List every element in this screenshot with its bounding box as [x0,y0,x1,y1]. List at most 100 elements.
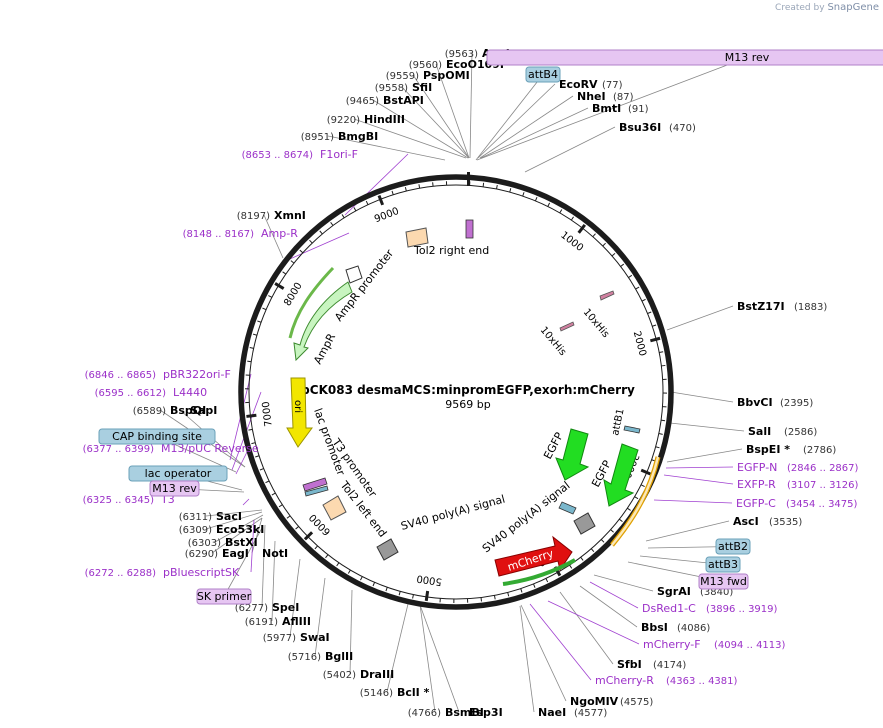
restriction-site[interactable]: HindIII(9220) [327,113,405,126]
restriction-site[interactable]: AscI(3535) [733,515,802,528]
feature-box[interactable]: attB3 [705,556,741,573]
ruler-tick [330,221,334,226]
primer-label[interactable]: EXFP-R(3107 .. 3126) [737,478,859,491]
ruler-tick [577,223,586,234]
ruler-tick [319,230,323,235]
ruler-tick [496,184,498,190]
restriction-site[interactable]: SwaI(5977) [263,631,330,644]
box-leader [475,74,544,161]
ruler-tick [611,252,616,257]
site-position: (8197) [237,211,270,222]
primer-label[interactable]: (6595 .. 6612)L4440 [95,386,208,399]
ruler-tick [658,433,663,435]
site-leader [289,558,301,638]
ruler-tick [259,468,264,471]
restriction-site[interactable]: EcoRV(77) [559,78,623,91]
restriction-site[interactable]: SfiI(9558) [375,81,432,94]
restriction-site[interactable]: BbvCI(2395) [737,396,813,409]
tol2-right-shape [405,227,429,248]
primer-label[interactable]: mCherry-R(4363 .. 4381) [595,674,738,687]
site-leader [480,107,589,159]
restriction-site[interactable]: NgoMIV(4575) [570,695,653,708]
label-egfp-1: EGFP [541,430,566,462]
primer-label[interactable]: EGFP-N(2846 .. 2867) [737,461,859,474]
site-name: DraIII [360,668,394,681]
primer-label[interactable]: mCherry-F(4094 .. 4113) [643,638,786,651]
site-name: BmtI [592,102,621,115]
restriction-site[interactable]: XmnI(8197) [237,209,306,222]
primer-label[interactable]: (8653 .. 8674)F1ori-F [242,148,358,161]
site-name: AflIII [282,615,311,628]
ruler-tick [391,190,394,195]
feature-box[interactable]: M13 fwd [698,573,749,590]
his-tag-shape-1 [599,290,615,301]
site-leader [214,514,264,543]
restriction-site[interactable]: Bsu36I(470) [619,121,696,134]
restriction-site[interactable]: BclI *(5146) [360,686,430,699]
restriction-site[interactable]: NotI [262,547,288,560]
label-attb1: attB1 [610,408,626,437]
feature-box[interactable]: CAP binding site [98,428,216,445]
restriction-site[interactable]: BmtI(91) [592,102,649,115]
restriction-site[interactable]: BsmBI(4766) [408,706,484,719]
feature-box-bg [715,538,751,555]
site-leader [314,577,326,657]
site-position: (6303) [188,538,221,549]
primer-label[interactable]: (8148 .. 8167)Amp-R [183,227,299,240]
site-leader [353,118,467,159]
site-leader [386,603,409,693]
site-position: (1883) [794,302,827,313]
primer-leader [665,466,734,469]
plasmid-length: 9569 bp [445,398,490,411]
restriction-site[interactable]: NheI(87) [577,90,634,103]
restriction-site[interactable]: BstXI(6303) [188,536,258,549]
restriction-site[interactable]: SpeI(6277) [235,601,300,614]
primer-range: (3896 .. 3919) [706,604,778,615]
restriction-site[interactable]: BglII(5716) [288,650,353,663]
restriction-site[interactable]: SalI(2586) [748,425,817,438]
site-leader [251,517,263,554]
ruler-tick [641,298,646,302]
restriction-site[interactable]: BspEI *(2786) [746,443,836,456]
ruler-tick [634,496,639,500]
restriction-site[interactable]: NaeI(4577) [538,706,607,719]
primer-label[interactable]: (6272 .. 6288)pBluescriptSK [85,566,240,579]
restriction-site[interactable]: Eco53kI(6309) [179,523,265,536]
site-leader [477,83,556,159]
feature-box-label: CAP binding site [112,430,202,443]
ruler-tick [286,515,291,519]
restriction-site[interactable]: BstZ17I(1883) [737,300,827,313]
site-position: (9563) [445,49,478,60]
feature-box[interactable]: SK primer [196,588,252,605]
sv40-left-shape [376,538,399,561]
restriction-site[interactable]: EagI(6290) [185,547,249,560]
restriction-site[interactable]: DraIII (5402) [323,668,395,681]
restriction-site[interactable]: BmgBI(8951) [301,130,378,143]
feature-box[interactable]: attB2 [715,538,751,555]
primer-name: EGFP-C [736,497,776,510]
restriction-site[interactable]: SacI(6311) [179,510,242,523]
feature-box[interactable]: lac operator [128,465,228,482]
restriction-site[interactable]: SapI [190,404,217,417]
restriction-site[interactable]: BstAPI(9465) [346,94,424,107]
primer-label[interactable]: (6377 .. 6399)M13/pUC Reverse [83,442,259,455]
site-name: BbvCI [737,396,773,409]
restriction-site[interactable]: BspQI(6589) [133,404,207,417]
ruler-tick [252,333,258,336]
primer-label[interactable]: (6846 .. 6865)pBR322ori-F [85,368,231,381]
site-position: (5402) [323,670,356,681]
feature-box[interactable]: M13 rev [486,49,883,66]
restriction-site[interactable]: SfbI(4174) [617,658,686,671]
restriction-site[interactable]: PspOMI(9559) [386,69,470,82]
feature-box-label: M13 fwd [700,575,747,588]
restriction-site[interactable]: Esp3I [469,706,503,719]
restriction-site[interactable]: AflIII(6191) [245,615,311,628]
restriction-site[interactable]: BbsI(4086) [641,621,710,634]
primer-label[interactable]: EGFP-C(3454 .. 3475) [736,497,858,510]
restriction-site[interactable]: SgrAI(3840) [657,585,733,598]
primer-leader [547,600,640,645]
feature-box[interactable]: attB4 [525,66,561,83]
primer-label[interactable]: DsRed1-C(3896 .. 3919) [642,602,778,615]
feature-box[interactable]: M13 rev [149,480,200,497]
site-name: NaeI [538,706,566,719]
